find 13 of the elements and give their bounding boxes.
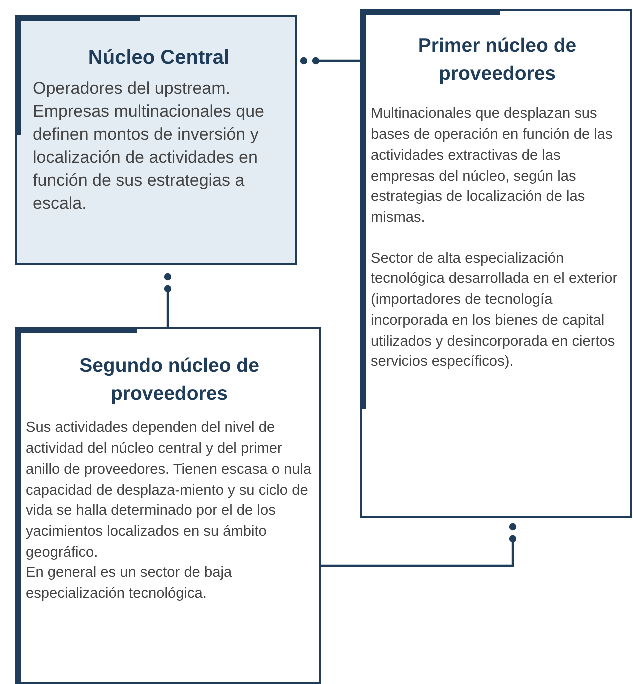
connector (300, 57, 360, 65)
card-title: Primer núcleo de proveedores (417, 34, 578, 87)
text-card (360, 9, 632, 518)
card-title: Núcleo Central (87, 46, 231, 71)
card-text: Sus actividades dependen del nivel de actividad del núcleo central y del primer anillo de proveedores. Tienen escasa o nula capacidad de desplaza-miento y su ciclo de vida se halla determinado por el de los yacimientos localizados en su ámbito geográfico. (26, 419, 313, 563)
text-card (15, 15, 297, 265)
card-title: Segundo núcleo de proveedores (78, 354, 260, 407)
connector (164, 273, 172, 327)
card-text: Operadores del upstream. Empresas multinacionales que definen montos de inversión y localización de actividades en función de sus estrategias a escala. (33, 78, 266, 215)
card-text: Sector de alta especialización tecnológica desarrollada en el exterior (importadores de tecnología incorporada en los bienes de capital utilizados y desincorporada en ciertos servicios específicos). (371, 250, 619, 372)
card-text: En general es un sector de baja especialización tecnológica. (26, 564, 234, 604)
card-text: Multinacionales que desplazan sus bases de operación en función de las actividades extractivas de las empresas del núcleo, según las estrategias de localización de las mismas. (371, 105, 614, 228)
connector (321, 523, 517, 568)
